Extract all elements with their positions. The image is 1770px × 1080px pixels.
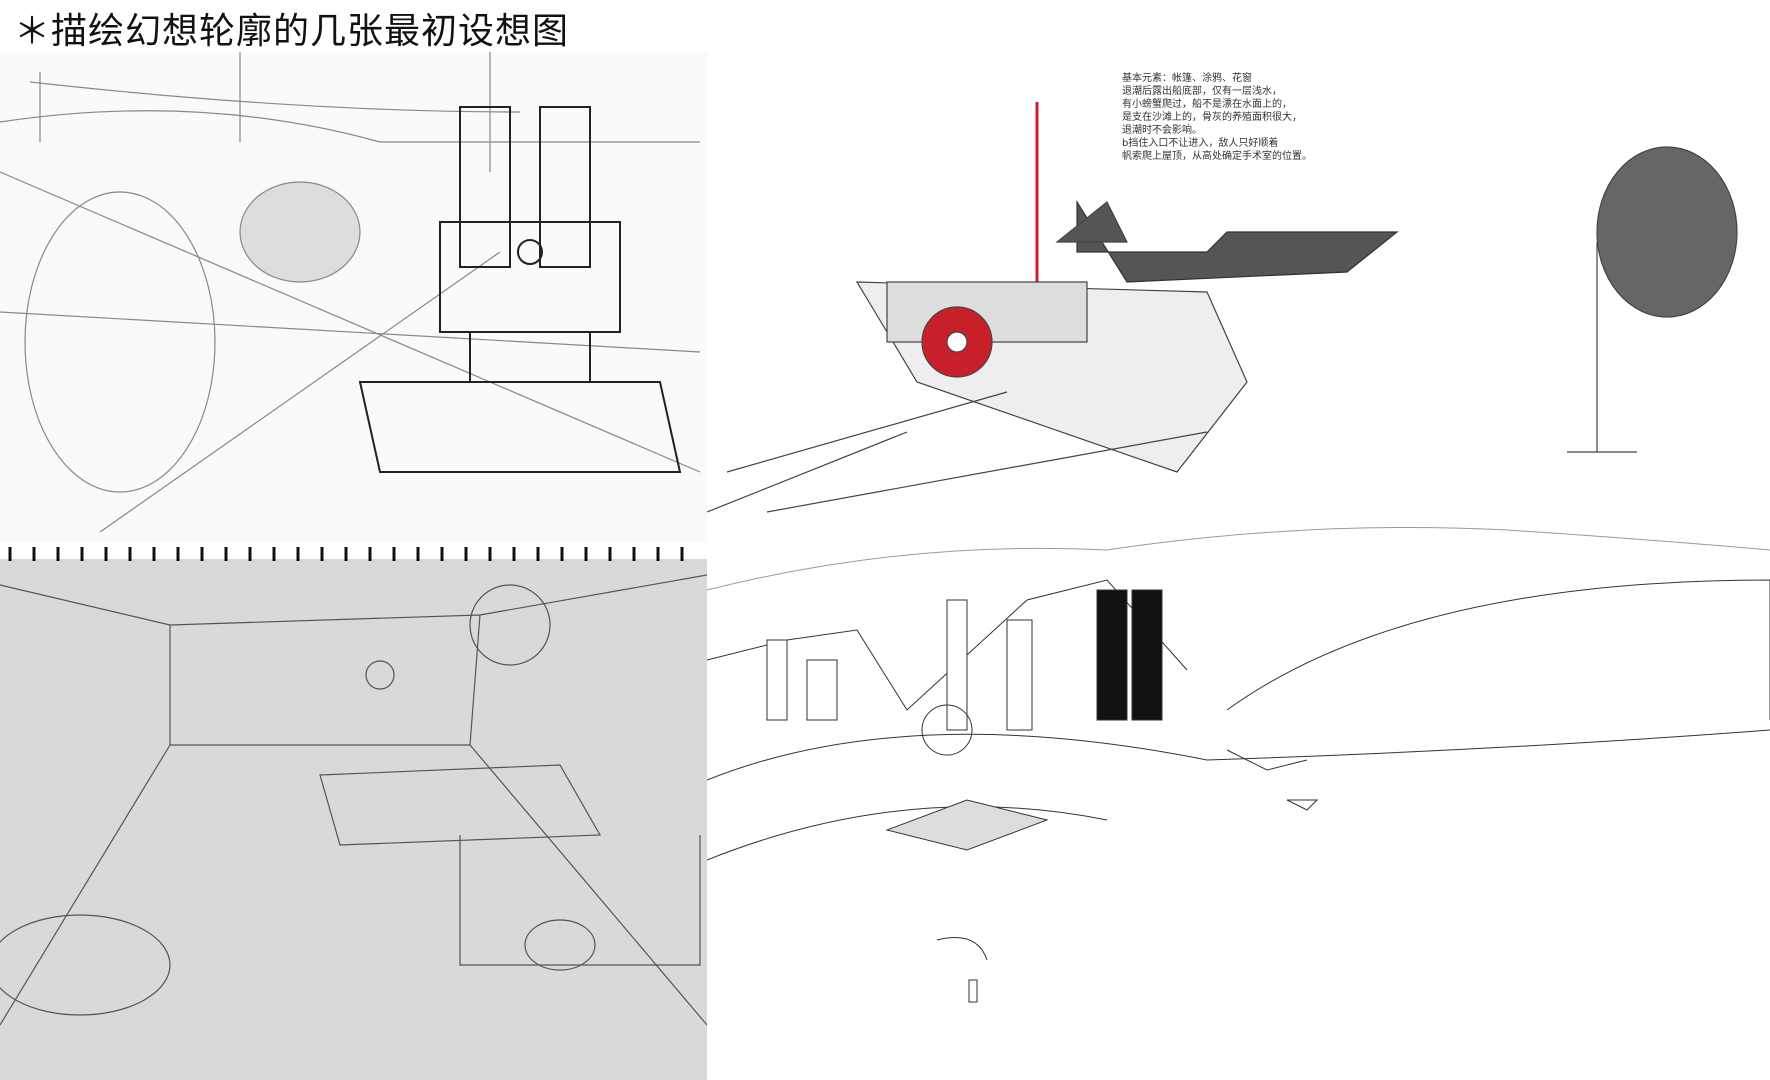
sketch-operating-room <box>0 545 707 1080</box>
page-title: ＊描绘幻想轮廓的几张最初设想图 <box>14 11 570 52</box>
ship-design-notes: 基本元素：帐篷、涂鸦、花窗退潮后露出船底部，仅有一层浅水，有小螃蟹爬过，船不是漂… <box>1122 73 1312 162</box>
sketch-machine-structure <box>0 52 707 542</box>
sketch-coastal-city <box>707 520 1770 1080</box>
sketch-ship: 基本元素：帐篷、涂鸦、花窗退潮后露出船底部，仅有一层浅水，有小螃蟹爬过，船不是漂… <box>707 52 1770 522</box>
